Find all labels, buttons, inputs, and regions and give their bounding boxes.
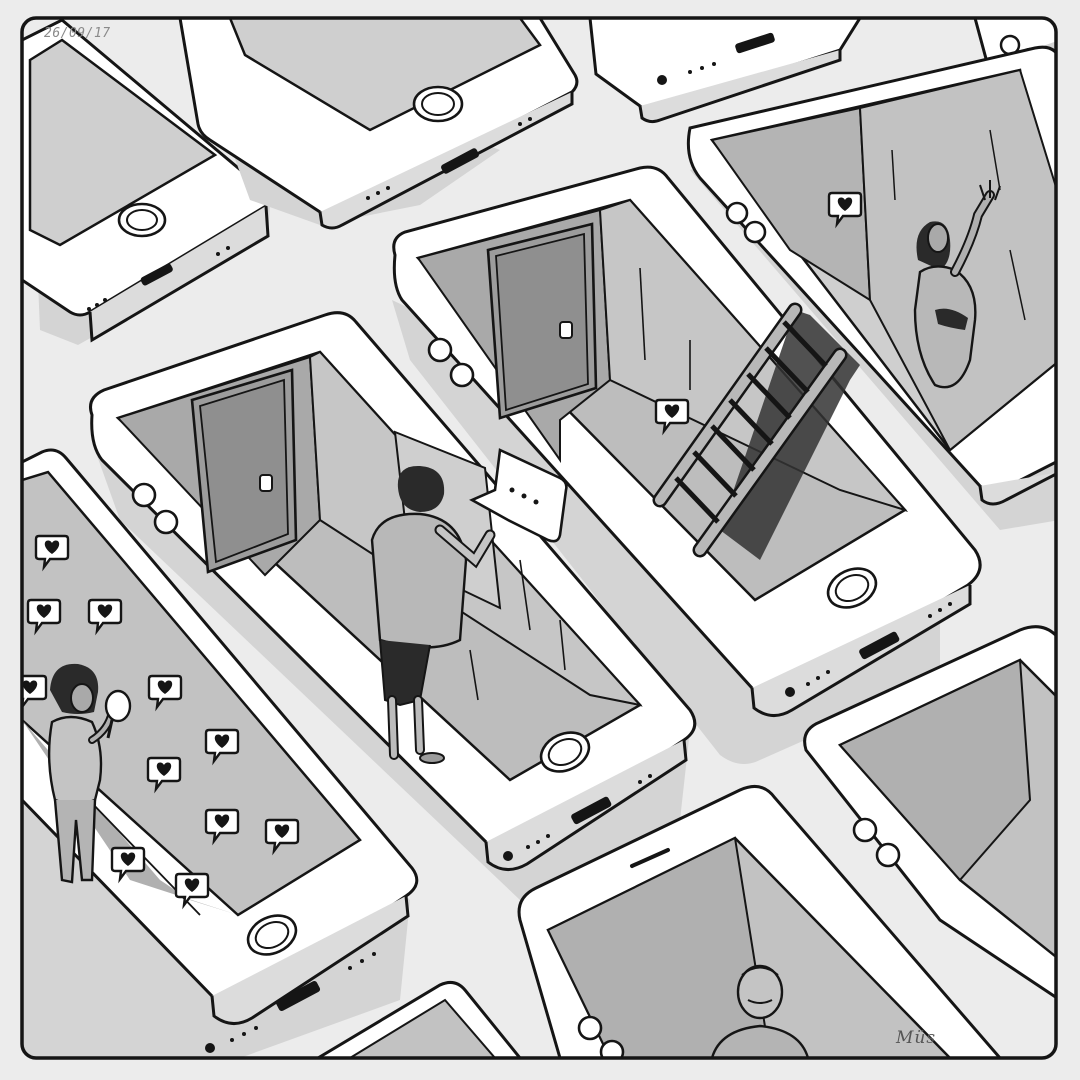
room-door bbox=[190, 368, 298, 574]
camera-icon bbox=[427, 337, 453, 363]
room-floor bbox=[22, 470, 362, 917]
typing-bubble-icon bbox=[469, 448, 568, 543]
camera-icon bbox=[725, 201, 749, 225]
phone-center-ladder-room bbox=[392, 165, 982, 764]
phone-top-right-partial bbox=[588, 18, 863, 124]
phone-top-middle bbox=[178, 18, 579, 230]
phone-bottom-sliver bbox=[312, 980, 524, 1058]
room-door bbox=[486, 222, 598, 420]
phone-top-left bbox=[22, 18, 270, 345]
home-button-icon bbox=[539, 731, 591, 773]
woman-waving-figure bbox=[913, 180, 1001, 389]
phone-bottom-right-room bbox=[803, 625, 1056, 1003]
man-at-wall-figure bbox=[370, 465, 496, 764]
phone-middle-man-room bbox=[89, 311, 697, 900]
phone-right-woman-room bbox=[686, 40, 1056, 530]
phone-bottom-left-likes-room bbox=[22, 448, 419, 1058]
woman-with-mirror-figure bbox=[47, 663, 132, 884]
phone-bottom-center-room bbox=[517, 784, 1004, 1058]
door-handle bbox=[559, 321, 573, 339]
home-button-icon bbox=[246, 914, 298, 956]
camera-icon bbox=[852, 817, 878, 843]
home-button-icon bbox=[826, 567, 878, 609]
panel-border bbox=[20, 16, 1058, 1060]
door-handle bbox=[259, 474, 273, 492]
artist-signature: Müs bbox=[896, 1028, 937, 1048]
charging-port-icon bbox=[571, 796, 612, 825]
date-caption: 26/09/17 bbox=[44, 26, 111, 41]
camera-icon bbox=[131, 482, 157, 508]
ladder bbox=[652, 302, 860, 560]
camera-icon bbox=[577, 1015, 603, 1041]
charging-port-icon bbox=[275, 980, 321, 1012]
hand-mirror bbox=[104, 689, 132, 723]
charging-port-icon bbox=[859, 631, 900, 660]
bald-man-figure bbox=[710, 964, 810, 1058]
